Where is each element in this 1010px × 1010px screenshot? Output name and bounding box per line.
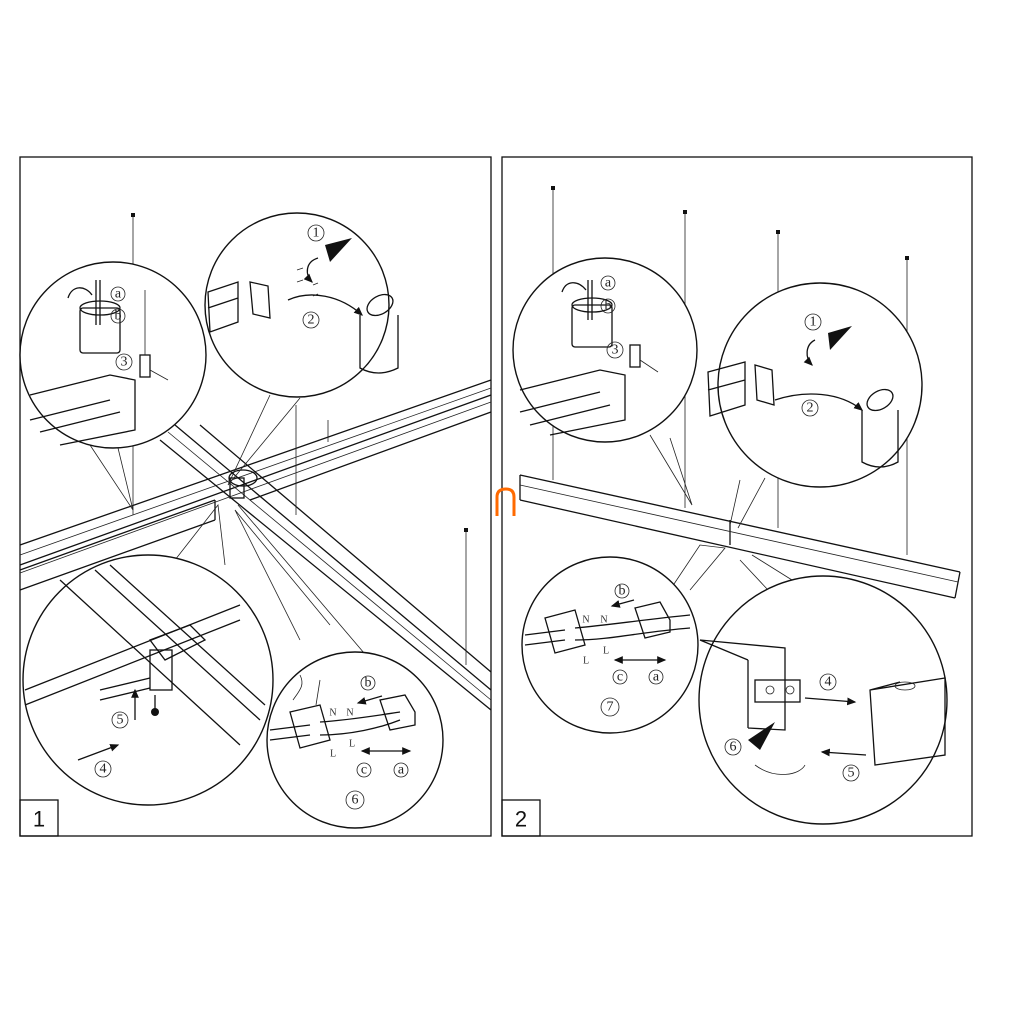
- callout-b: b: [115, 309, 122, 324]
- step-6: 6: [352, 793, 359, 808]
- detail-bubble-connector: [698, 575, 948, 825]
- callout-b: b: [619, 584, 626, 599]
- panel-2: a b 3 1 2 b N N L L c a 7 4 6 5 2: [501, 156, 973, 837]
- callout-a: a: [398, 763, 405, 778]
- panel-1-frame: [19, 156, 492, 837]
- wire-l: L: [330, 749, 336, 760]
- step-2: 2: [308, 313, 315, 328]
- detail-bubble-end-cap: [707, 282, 923, 488]
- step-4: 4: [100, 762, 107, 777]
- panel-1-rails: [19, 379, 492, 711]
- callout-a: a: [653, 670, 660, 685]
- wire-n: N: [346, 708, 353, 719]
- callout-b: b: [605, 299, 612, 314]
- panel-number-box: [19, 799, 59, 837]
- panel-number-box: [501, 799, 541, 837]
- detail-bubble-wiring: [521, 556, 699, 734]
- panel-2-frame: [501, 156, 973, 837]
- wire-l: L: [603, 646, 609, 657]
- step-5: 5: [117, 713, 124, 728]
- detail-bubble-wiring: [266, 651, 444, 829]
- wire-n: N: [329, 708, 336, 719]
- step-1: 1: [810, 315, 817, 330]
- step-3: 3: [121, 355, 128, 370]
- callout-a: a: [605, 276, 612, 291]
- step-4: 4: [825, 675, 832, 690]
- detail-bubble-end-cap: [204, 212, 399, 398]
- panel-number: 1: [33, 807, 45, 832]
- callout-b: b: [365, 676, 372, 691]
- step-7: 7: [607, 700, 614, 715]
- step-3: 3: [612, 343, 619, 358]
- detail-bubble-suspension: [19, 261, 207, 449]
- step-2: 2: [807, 401, 814, 416]
- wire-l: L: [349, 739, 355, 750]
- wire-l: L: [583, 656, 589, 667]
- panel-1-labels: a b 3 1 2 5 4 b N N L L c a 6: [94, 224, 409, 810]
- panel-2-labels: a b 3 1 2 b N N L L c a 7 4 6 5: [582, 276, 860, 782]
- step-6: 6: [730, 740, 737, 755]
- cursor-icon: [495, 487, 516, 516]
- callout-a: a: [115, 287, 122, 302]
- wire-n: N: [582, 615, 589, 626]
- callout-c: c: [617, 670, 623, 685]
- detail-bubble-cross-connector: [22, 554, 274, 806]
- panel-number: 2: [515, 807, 527, 832]
- wire-n: N: [600, 615, 607, 626]
- detail-bubble-suspension: [512, 257, 698, 443]
- step-5: 5: [848, 766, 855, 781]
- step-1: 1: [313, 226, 320, 241]
- panel-1: a b 3 1 2 5 4 b N N L L c a 6 1: [19, 156, 492, 837]
- callout-c: c: [361, 763, 367, 778]
